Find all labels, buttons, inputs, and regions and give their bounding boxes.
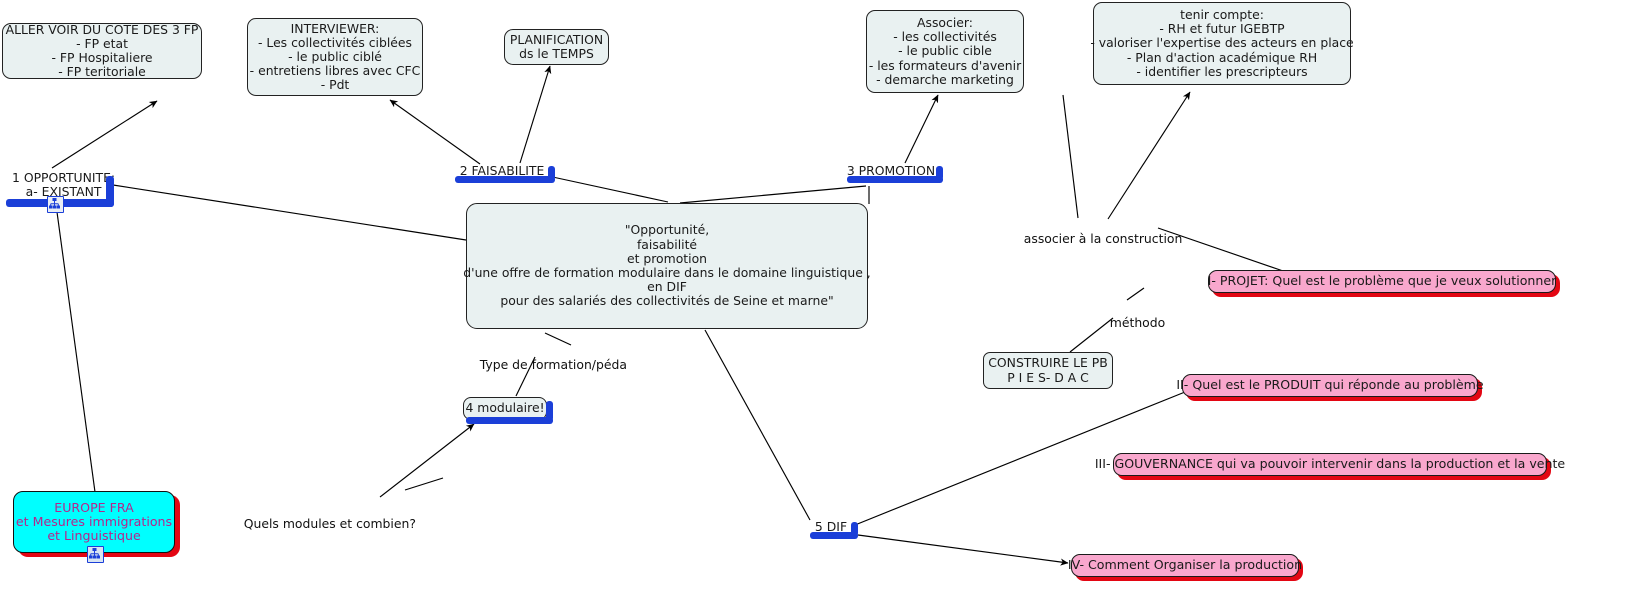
node-3-promotion-label: 3 PROMOTION [846,162,936,178]
node-associer-label: Associer: - les collectivités - le publi… [868,14,1022,87]
node-central-question[interactable]: "Opportunité, faisabilité et promotion d… [463,203,871,329]
node-planification-label: PLANIFICATION ds le TEMPS [509,31,604,61]
hierarchy-icon[interactable] [87,546,104,563]
link-label-type-formation-text: Type de formation/péda [479,357,627,372]
node-3-promotion[interactable]: 3 PROMOTION [845,162,937,180]
node-2-faisabilite-label: 2 FAISABILITE [459,162,545,178]
node-1-opportunite-shadow-right [106,176,114,207]
node-1-opportunite[interactable]: 1 OPPORTUNITE: a- EXISTANT [4,168,116,202]
node-2-faisabilite[interactable]: 2 FAISABILITE [453,162,551,180]
link-label-type-formation[interactable]: Type de formation/péda [464,344,627,386]
link-label-associer-construction-text: associer à la construction [1023,231,1183,246]
node-tenir-compte-label: tenir compte: - RH et futur IGEBTP - val… [1090,6,1354,79]
node-2-faisabilite-shadow [455,176,555,183]
node-construire-le-pb[interactable]: CONSTRUIRE LE PB P I E S- D A C [983,352,1113,389]
link-label-associer-construction[interactable]: associer à la construction [1008,218,1183,260]
node-i-projet-label: I- PROJET: Quel est le problème que je v… [1207,273,1557,289]
node-4-modulaire[interactable]: 4 modulaire! [463,397,547,420]
node-5-dif-shadow [810,532,858,539]
node-interviewer-label: INTERVIEWER: - Les collectivités ciblées… [249,20,421,93]
node-associer[interactable]: Associer: - les collectivités - le publi… [866,10,1024,93]
node-4-modulaire-label: 4 modulaire! [465,400,545,416]
node-1-opportunite-label: 1 OPPORTUNITE: a- EXISTANT [12,169,116,199]
node-iv-organiser[interactable]: IV- Comment Organiser la production [1067,554,1303,577]
hierarchy-icon[interactable] [47,196,64,213]
link-label-quels-modules-text: Quels modules et combien? [243,516,416,531]
node-europe-fra[interactable]: EUROPE FRA et Mesures immigrations et Li… [13,491,175,553]
node-3-promotion-shadow [847,176,943,183]
node-5-dif-shadow-right [851,522,858,536]
node-5-dif[interactable]: 5 DIF [806,518,856,536]
node-iii-gouvernance-label: III- GOUVERNANCE qui va pouvoir interven… [1094,456,1566,472]
node-central-question-label: "Opportunité, faisabilité et promotion d… [463,222,871,309]
node-construire-le-pb-label: CONSTRUIRE LE PB P I E S- D A C [988,355,1108,385]
node-4-modulaire-shadow [466,417,553,424]
node-planification[interactable]: PLANIFICATION ds le TEMPS [504,29,609,65]
node-europe-fra-label: EUROPE FRA et Mesures immigrations et Li… [15,499,173,544]
node-aller-voir-3fp-label: ALLER VOIR DU COTE DES 3 FP - FP etat - … [5,21,199,80]
node-ii-produit-label: II- Quel est le PRODUIT qui réponde au p… [1176,377,1484,393]
node-ii-produit[interactable]: II- Quel est le PRODUIT qui réponde au p… [1176,374,1484,397]
link-label-methodo-text: méthodo [1109,315,1166,330]
node-iii-gouvernance[interactable]: III- GOUVERNANCE qui va pouvoir interven… [1095,453,1565,476]
node-i-projet[interactable]: I- PROJET: Quel est le problème que je v… [1208,270,1556,293]
node-3-promotion-shadow-right [936,166,943,180]
node-aller-voir-3fp[interactable]: ALLER VOIR DU COTE DES 3 FP - FP etat - … [2,21,202,80]
node-2-faisabilite-shadow-right [548,166,555,180]
node-interviewer[interactable]: INTERVIEWER: - Les collectivités ciblées… [247,18,423,96]
node-tenir-compte[interactable]: tenir compte: - RH et futur IGEBTP - val… [1090,2,1354,85]
node-5-dif-label: 5 DIF [814,518,848,534]
link-label-methodo[interactable]: méthodo [1094,302,1165,344]
node-iv-organiser-label: IV- Comment Organiser la production [1067,557,1303,573]
link-label-quels-modules[interactable]: Quels modules et combien? [228,503,416,545]
node-4-modulaire-shadow-right [546,401,553,421]
